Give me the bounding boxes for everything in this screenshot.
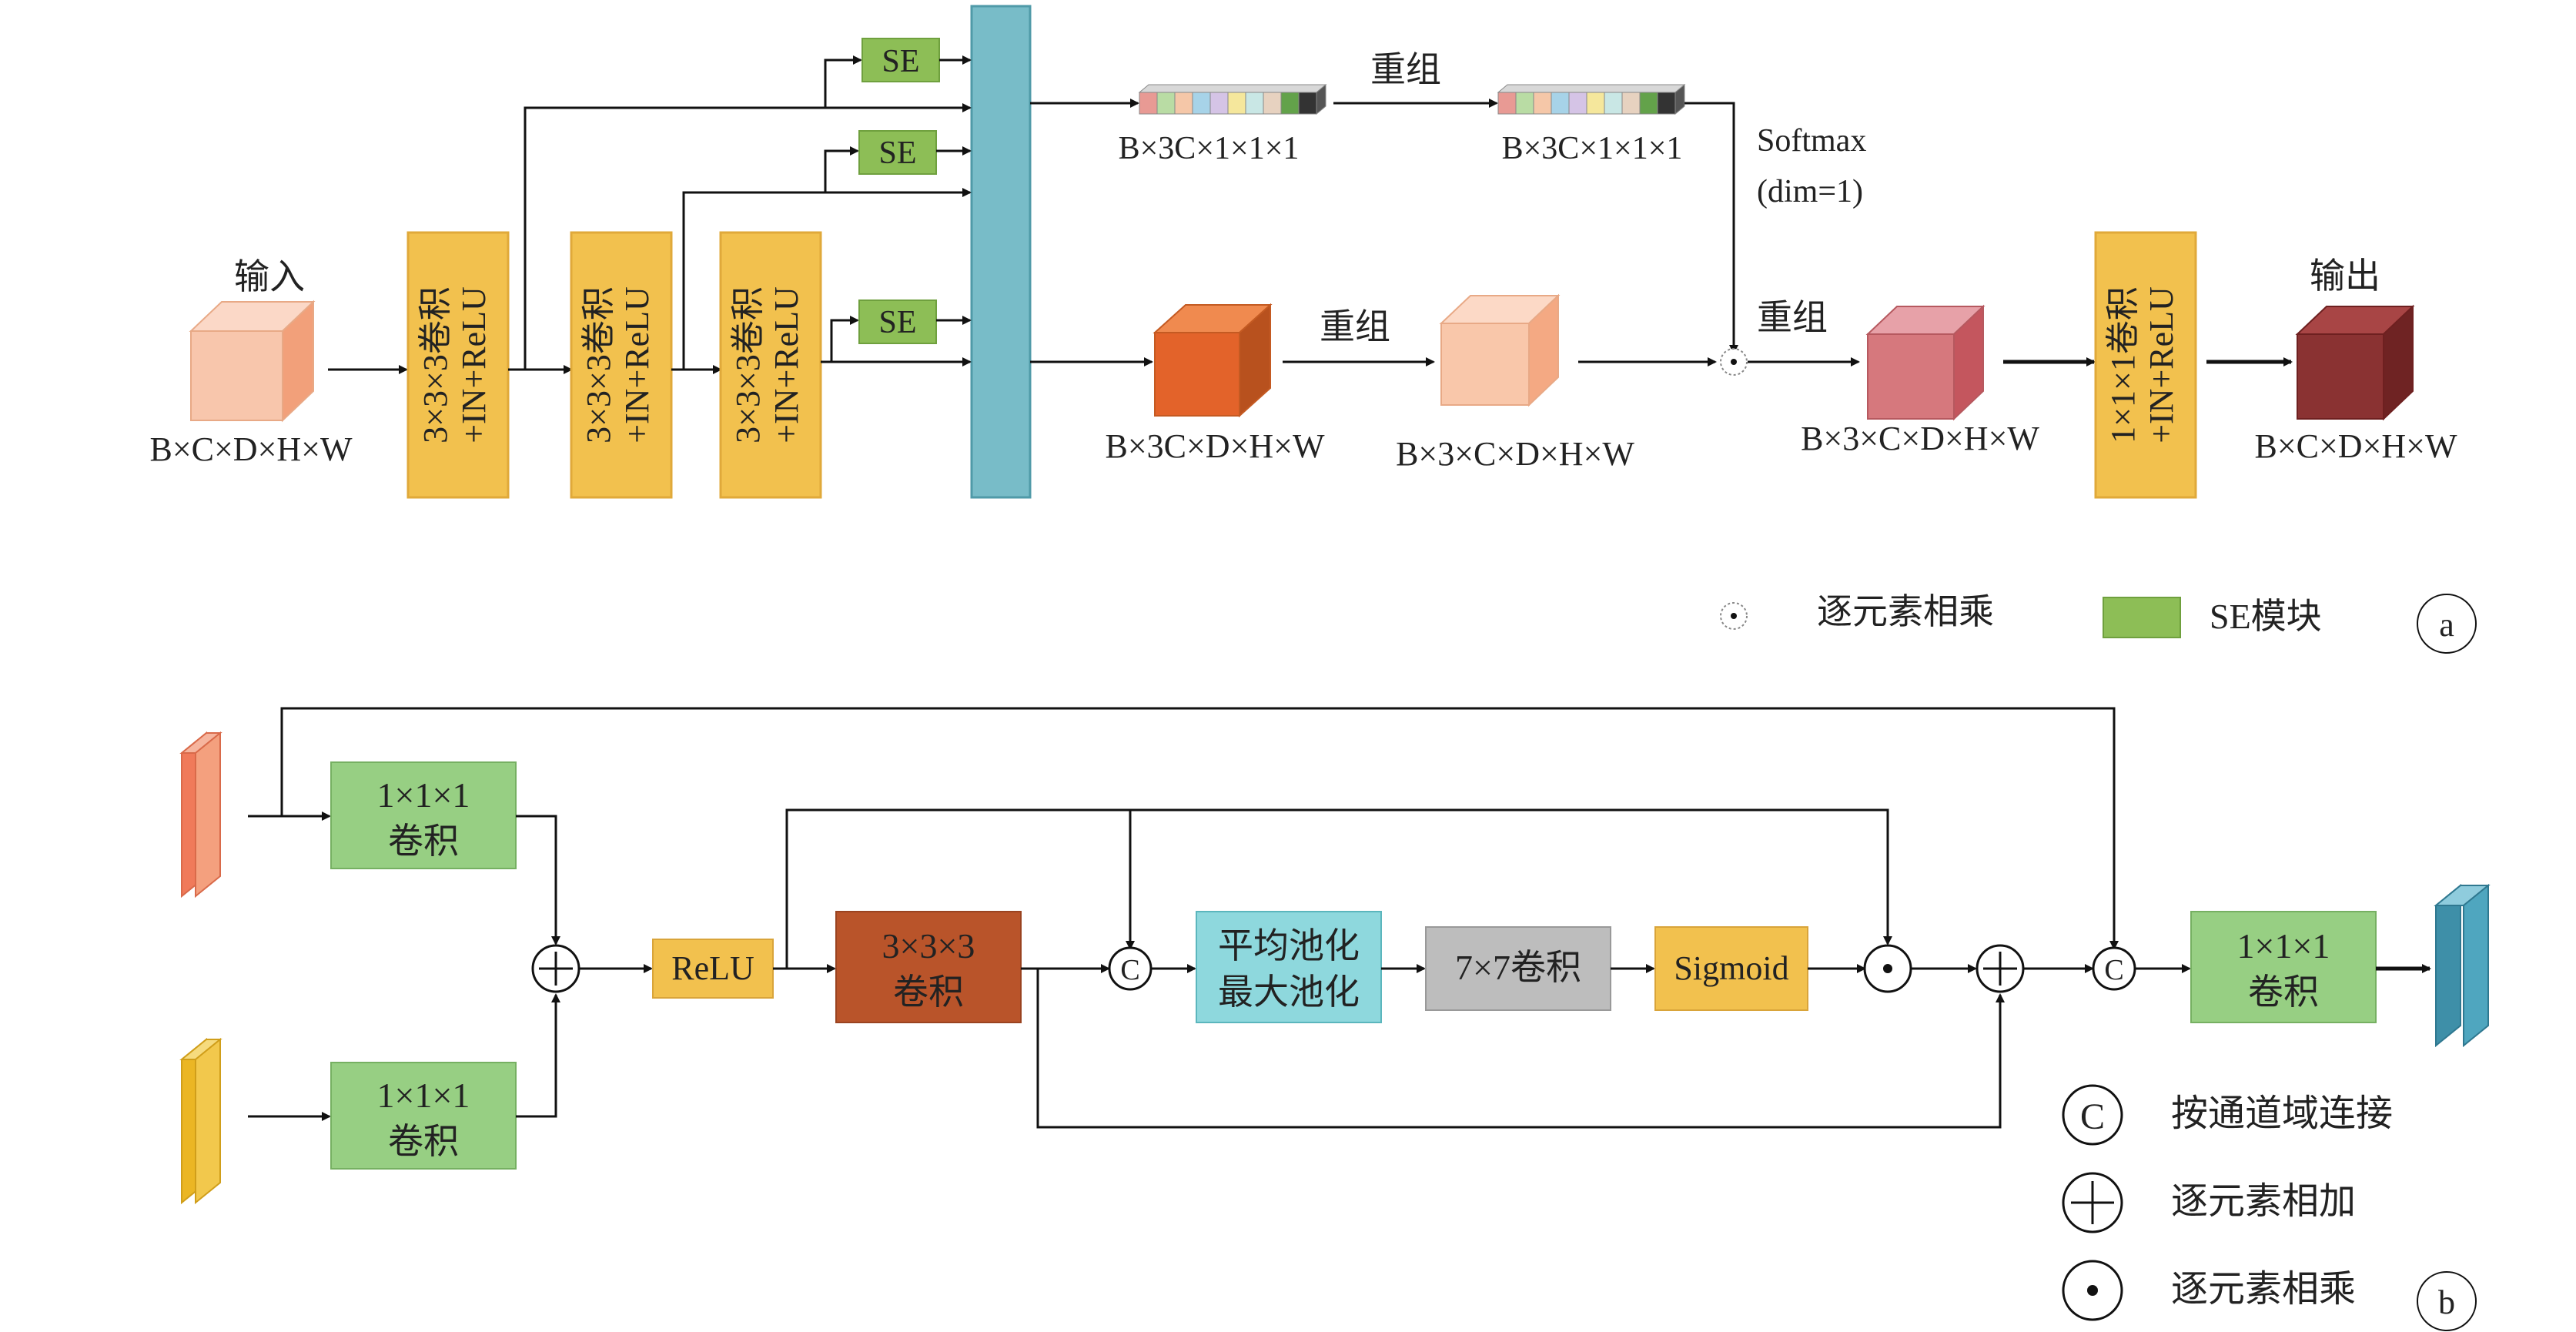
panel-b-tag: b [2417,1271,2477,1331]
legend-se-label: SE模块 [2210,597,2322,636]
conv7x7-block: 7×7卷积 [1425,926,1611,1011]
conv-block-2: 3×3×3卷积 +IN+ReLU [570,231,673,499]
reshape-right-label: 重组 [1757,298,1828,337]
reshape-top-label: 重组 [1370,50,1441,89]
final-conv-line2: +IN+ReLU [2143,286,2180,443]
concat-node-2: C [2092,946,2136,991]
channel-strip-right [1497,83,1686,115]
shape-3-c-dhw-right-label: B×3×C×D×H×W [1801,420,2039,457]
feature-cube-reshaped [1865,304,1986,421]
se-module-3: SE [858,300,937,344]
conv1x1-top-line2: 卷积 [388,822,459,861]
reshape-mid-label: 重组 [1320,307,1390,346]
channel-strip-left [1138,83,1327,115]
legend-concat-label: 按通道域连接 [2171,1093,2393,1134]
input-slab-top [179,731,222,899]
conv-block-3-line1: 3×3×3卷积 [729,286,767,443]
input-label: 输入 [234,257,305,296]
final-conv-line1: 1×1×1卷积 [2104,286,2142,443]
panel-a-tag: a [2417,594,2477,654]
final-conv-block: 1×1×1卷积 +IN+ReLU [2094,231,2197,499]
output-cube [2295,304,2415,421]
conv-block-1-line1: 3×3×3卷积 [417,286,454,443]
shape-3cdhw-label: B×3C×D×H×W [1105,427,1325,465]
shape-3c111-left: B×3C×1×1×1 [1119,131,1300,166]
conv-block-2-line2: +IN+ReLU [618,286,656,443]
add-node-2 [1975,944,2025,993]
conv-block-1: 3×3×3卷积 +IN+ReLU [406,231,510,499]
softmax-label-1: Softmax [1757,123,1866,159]
conv-block-2-line1: 3×3×3卷积 [580,286,617,443]
legend-add-label: 逐元素相加 [2171,1181,2356,1222]
sigmoid-label: Sigmoid [1674,949,1788,987]
se-module-3-label: SE [878,305,916,340]
input-cube [189,300,316,423]
shape-3c111-right: B×3C×1×1×1 [1502,131,1683,166]
concat-node-2-symbol: C [2104,954,2123,986]
sigmoid-block: Sigmoid [1654,926,1808,1011]
concat-bar [970,5,1032,499]
shape-3-c-dhw-label: B×3×C×D×H×W [1396,435,1634,473]
legend-multiply-b-label: 逐元素相乘 [2171,1269,2356,1310]
panel-b: 1×1×1 卷积 1×1×1 卷积 ReLU 3×3×3 卷积 [179,707,2491,1331]
conv1x1-top: 1×1×1 卷积 [330,761,517,869]
conv3x3-line2: 卷积 [893,972,964,1012]
feature-cube-3-c [1439,293,1561,407]
relu-label: ReLU [671,949,754,987]
legend-add: 逐元素相加 [2062,1172,2356,1233]
panel-b-tag-text: b [2438,1283,2455,1321]
output-shape-label: B×C×D×H×W [2254,427,2457,465]
se-module-1-label: SE [882,44,919,79]
pool-line2: 最大池化 [1218,972,1360,1012]
legend-se: SE模块 [2103,597,2322,638]
conv1x1-out-line2: 卷积 [2248,972,2319,1012]
conv1x1-top-line1: 1×1×1 [377,775,470,815]
conv-block-3-line2: +IN+ReLU [768,286,805,443]
feature-cube-3c [1153,303,1273,418]
add-node-1 [531,944,580,993]
conv3x3-block: 3×3×3 卷积 [835,911,1022,1023]
legend-concat: C 按通道域连接 [2062,1084,2393,1146]
conv7x7-label: 7×7卷积 [1455,948,1581,987]
conv1x1-bottom-line1: 1×1×1 [377,1076,470,1115]
se-module-1: SE [861,38,940,82]
input-shape-label: B×C×D×H×W [149,430,353,468]
conv1x1-out: 1×1×1 卷积 [2190,911,2377,1023]
legend-concat-symbol: C [2080,1096,2105,1137]
conv-block-3: 3×3×3卷积 +IN+ReLU [719,231,822,499]
pool-line1: 平均池化 [1218,926,1360,966]
multiply-node-b [1863,944,1912,993]
concat-node-1: C [1108,946,1153,991]
se-module-2-label: SE [878,136,916,171]
conv1x1-out-line1: 1×1×1 [2237,926,2330,966]
softmax-label-2: (dim=1) [1757,174,1863,209]
panel-a-tag-text: a [2439,606,2454,644]
concat-node-1-symbol: C [1120,954,1139,986]
legend-multiply-a-label: 逐元素相乘 [1817,592,1994,631]
output-label: 输出 [2310,256,2380,296]
conv1x1-bottom: 1×1×1 卷积 [330,1062,517,1170]
panel-a: 输入 B×C×D×H×W 3×3×3卷积 +IN+ReLU 3×3×3卷积 +I… [149,5,2477,654]
conv-block-1-line2: +IN+ReLU [455,286,493,443]
conv3x3-line1: 3×3×3 [882,926,975,966]
conv1x1-bottom-line2: 卷积 [388,1122,459,1161]
multiply-node-a [1720,348,1748,376]
output-slab [2434,883,2491,1048]
input-slab-bottom [179,1037,222,1205]
se-module-2: SE [858,130,937,175]
legend-multiply-b: 逐元素相乘 [2062,1260,2356,1321]
pool-block: 平均池化 最大池化 [1196,911,1382,1023]
legend-multiply-a: 逐元素相乘 [1720,592,1994,631]
relu-block: ReLU [652,939,774,999]
